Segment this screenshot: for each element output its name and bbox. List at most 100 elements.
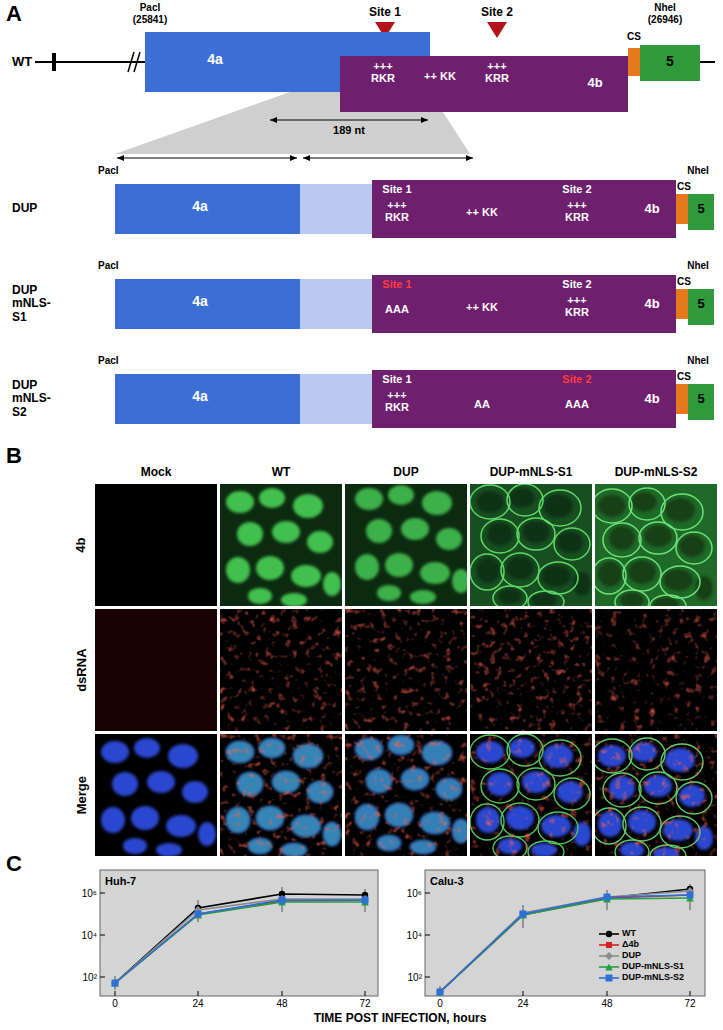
row-header: dsRNA — [75, 648, 89, 691]
orf4b-box: +++ RKR ++ KK +++ KRR 4b — [340, 56, 628, 112]
box-text: +++ KRR — [565, 294, 589, 318]
legend-text: WT — [622, 929, 636, 938]
orf5-box: 5 — [640, 45, 700, 81]
axis-tick: 48 — [276, 998, 287, 1009]
column-header: DUP — [393, 466, 418, 479]
column-header: DUP-mNLS-S1 — [490, 466, 573, 479]
axis-tick: 24 — [517, 998, 528, 1009]
column-header: Mock — [141, 466, 172, 479]
axis-tick: 48 — [601, 998, 612, 1009]
construct-name: WT — [12, 55, 32, 69]
panel-letter: A — [6, 2, 22, 26]
orf5-box: 5 — [688, 289, 714, 325]
legend-text: Δ4b — [622, 940, 639, 949]
orf4a-box: 4a — [115, 184, 300, 234]
legend-entry: WT — [598, 928, 684, 939]
site-label: Site 1 — [369, 6, 401, 19]
axis-tick: 72 — [684, 998, 695, 1009]
legend-entry: DUP-mNLS-S2 — [598, 972, 684, 983]
construct-name: DUP — [12, 202, 37, 215]
axis-tick: 0 — [112, 998, 118, 1009]
site-name: NheI — [654, 2, 676, 13]
orf4b-box: Site 1AAA++ KKSite 2+++ KRR4b — [372, 275, 676, 333]
box-text: 5 — [697, 392, 704, 406]
box-text: +++ RKR — [371, 60, 395, 84]
construct-name: DUP mNLS-S1 — [12, 284, 51, 324]
row-header: Merge — [75, 776, 89, 814]
box-text: AAA — [565, 398, 589, 410]
site-label: Site 2 — [481, 6, 513, 19]
axis-tick: 0 — [437, 998, 443, 1009]
box-text: 4b — [644, 202, 659, 216]
site-name: NheI — [687, 355, 709, 366]
axis-tick: 10⁶ — [82, 888, 97, 899]
panel-letter: B — [6, 444, 22, 468]
box-text: +++ KRR — [565, 199, 589, 223]
column-header: DUP-mNLS-S2 — [615, 466, 698, 479]
box-text: Site 1 — [382, 373, 411, 385]
box-text: CS — [677, 371, 691, 382]
coordinate: (25841) — [133, 14, 167, 25]
orf5-box: 5 — [688, 384, 714, 420]
site-name: NheI — [687, 260, 709, 271]
legend-marker — [598, 940, 622, 950]
length-label: 189 nt — [333, 124, 365, 136]
box-text: ++ KK — [466, 206, 498, 218]
site-name: NheI — [687, 165, 709, 176]
box-text: CS — [627, 31, 641, 42]
box-text: Site 1 — [382, 183, 411, 195]
orf4a-box: 4a — [115, 279, 300, 329]
plot-title: Calu-3 — [430, 875, 464, 887]
legend-marker — [598, 951, 622, 961]
box-text: ++ KK — [466, 301, 498, 313]
legend-text: DUP — [622, 951, 641, 960]
axis-title: TIME POST INFECTION, hours — [314, 1012, 487, 1025]
box-text: 4b — [587, 76, 602, 90]
cs-box: CS — [628, 48, 640, 76]
axis-tick: 72 — [359, 998, 370, 1009]
coordinate: (26946) — [648, 14, 682, 25]
box-text: 4b — [644, 392, 659, 406]
row-header: 4b — [75, 537, 89, 552]
site-name: PacI — [140, 2, 161, 13]
site-name: PacI — [98, 355, 119, 366]
box-text: 5 — [697, 297, 704, 311]
orf4b-box: Site 1 +++ RKR ++ KK Site 2 +++ KRR 4b — [372, 180, 676, 238]
box-text: 4a — [192, 294, 208, 309]
legend-marker — [598, 929, 622, 939]
panel-letter: C — [6, 852, 22, 876]
site-name: PacI — [98, 165, 119, 176]
legend-entry: Δ4b — [598, 939, 684, 950]
orf5-box: 5 — [688, 194, 714, 230]
column-header: WT — [272, 466, 291, 479]
axis-tick: 24 — [192, 998, 203, 1009]
box-text: +++ KRR — [485, 60, 509, 84]
plot-title: Huh-7 — [105, 875, 136, 887]
orf4b-box: Site 1+++ RKRAASite 2AAA4b — [372, 370, 676, 428]
box-text: AA — [474, 398, 490, 410]
axis-tick: 10² — [408, 972, 422, 983]
orf4a-box: 4a — [115, 374, 300, 424]
box-text: 4b — [644, 297, 659, 311]
box-text: Site 2 — [562, 373, 591, 385]
box-text: CS — [677, 181, 691, 192]
legend-marker — [598, 973, 622, 983]
box-text: Site 2 — [562, 183, 591, 195]
legend-entry: DUP — [598, 950, 684, 961]
box-text: 4a — [192, 389, 208, 404]
construct-name: DUP mNLS-S2 — [12, 379, 51, 419]
site-name: PacI — [98, 260, 119, 271]
box-text: 5 — [666, 54, 674, 69]
box-text: 4a — [207, 52, 223, 67]
legend-entry: DUP-mNLS-S1 — [598, 961, 684, 972]
axis-tick: 10⁶ — [407, 888, 422, 899]
box-text: 5 — [697, 202, 704, 216]
legend-marker — [598, 962, 622, 972]
cs-box: CS — [676, 289, 688, 319]
box-text: ++ KK — [424, 70, 456, 82]
legend: WT Δ4bDUPDUP-mNLS-S1DUP-mNLS-S2 — [598, 928, 684, 983]
cs-box: CS — [676, 194, 688, 224]
box-text: +++ RKR — [385, 199, 409, 223]
legend-text: DUP-mNLS-S2 — [622, 973, 684, 982]
